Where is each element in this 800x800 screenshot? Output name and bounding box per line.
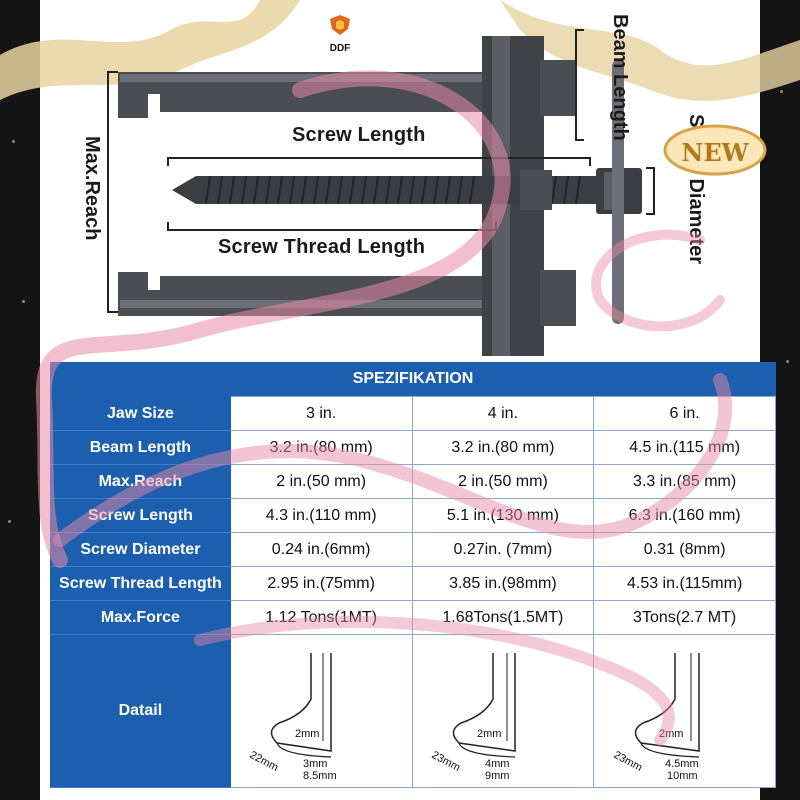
row-header: Beam Length [50,430,231,465]
beam-length-label: Beam Length [609,14,631,141]
dim-side: 23mm [429,749,462,774]
dim-thickness: 2mm [659,728,683,740]
table-row: Jaw Size 3 in. 4 in. 6 in. [50,396,776,431]
table-cell: 3Tons(2.7 MT) [593,600,776,635]
screw-thread-length-label: Screw Thread Length [218,236,426,258]
spec-title: SPEZIFIKATION [352,370,474,387]
row-header: Max.Reach [50,464,231,499]
table-cell: 3.85 in.(98mm) [411,566,595,601]
dim-side: 22mm [248,749,281,774]
dim-width: 10mm [667,770,698,781]
table-cell: 1.68Tons(1.5MT) [411,600,595,635]
dim-tip: 4.5mm [665,758,699,770]
table-cell: 4.3 in.(110 mm) [229,498,413,533]
table-row: Screw Diameter 0.24 in.(6mm) 0.27in. (7m… [50,532,776,567]
row-header: Datail [50,634,231,788]
table-row: Beam Length 3.2 in.(80 mm) 3.2 in.(80 mm… [50,430,776,465]
row-header: Screw Length [50,498,231,533]
table-cell: 3.2 in.(80 mm) [411,430,595,465]
jaw-profile-drawing: 2mm 23mm 4.5mm 10mm [611,653,700,781]
brand-logo: DDF [316,14,364,54]
row-header: Jaw Size [50,396,231,431]
column-header: 6 in. [593,396,776,431]
table-cell: 5.1 in.(130 mm) [411,498,595,533]
table-cell: 3.2 in.(80 mm) [229,430,413,465]
spec-grid: Jaw Size 3 in. 4 in. 6 in. Beam Length 3… [50,396,776,788]
table-cell: 2 in.(50 mm) [411,464,595,499]
table-cell: 2.95 in.(75mm) [229,566,413,601]
table-row: Max.Reach 2 in.(50 mm) 2 in.(50 mm) 3.3 … [50,464,776,499]
table-cell: 1.12 Tons(1MT) [229,600,413,635]
row-header: Screw Thread Length [50,566,231,601]
table-cell: 4.53 in.(115mm) [593,566,776,601]
table-cell: 0.24 in.(6mm) [229,532,413,567]
max-reach-label: Max.Reach [81,136,103,241]
table-cell: 0.31 (8mm) [593,532,776,567]
row-header: Screw Diameter [50,532,231,567]
jaw-detail-cell: 2mm 23mm 4mm 9mm [411,634,595,788]
new-badge: NEW [660,120,770,180]
table-row: Screw Length 4.3 in.(110 mm) 5.1 in.(130… [50,498,776,533]
column-header: 3 in. [229,396,413,431]
table-cell: 3.3 in.(85 mm) [593,464,776,499]
specification-table: SPEZIFIKATION Jaw Size 3 in. 4 in. 6 in.… [50,362,776,788]
dim-thickness: 2mm [477,728,501,740]
table-row: Datail 2mm 22mm 3mm 8.5mm 2mm [50,634,776,788]
logo-text: DDF [329,43,351,54]
screw-length-label: Screw Length [292,124,426,146]
table-cell: 6.3 in.(160 mm) [593,498,776,533]
row-header: Max.Force [50,600,231,635]
shield-icon [330,15,350,35]
jaw-detail-cell: 2mm 23mm 4.5mm 10mm [593,634,776,788]
dim-tip: 3mm [303,758,327,770]
table-row: Screw Thread Length 2.95 in.(75mm) 3.85 … [50,566,776,601]
dim-width: 9mm [485,770,509,781]
jaw-profile-drawing: 2mm 23mm 4mm 9mm [429,653,516,781]
table-cell: 0.27in. (7mm) [411,532,595,567]
table-row: Max.Force 1.12 Tons(1MT) 1.68Tons(1.5MT)… [50,600,776,635]
dim-tip: 4mm [485,758,509,770]
table-cell: 2 in.(50 mm) [229,464,413,499]
table-cell: 4.5 in.(115 mm) [593,430,776,465]
dim-thickness: 2mm [295,728,319,740]
jaw-profile-drawing: 2mm 22mm 3mm 8.5mm [248,653,337,781]
new-badge-label: NEW [681,138,749,167]
dim-side: 23mm [611,749,644,774]
jaw-detail-cell: 2mm 22mm 3mm 8.5mm [229,634,413,788]
dim-width: 8.5mm [303,770,337,781]
column-header: 4 in. [411,396,595,431]
gear-puller-diagram [107,29,655,356]
